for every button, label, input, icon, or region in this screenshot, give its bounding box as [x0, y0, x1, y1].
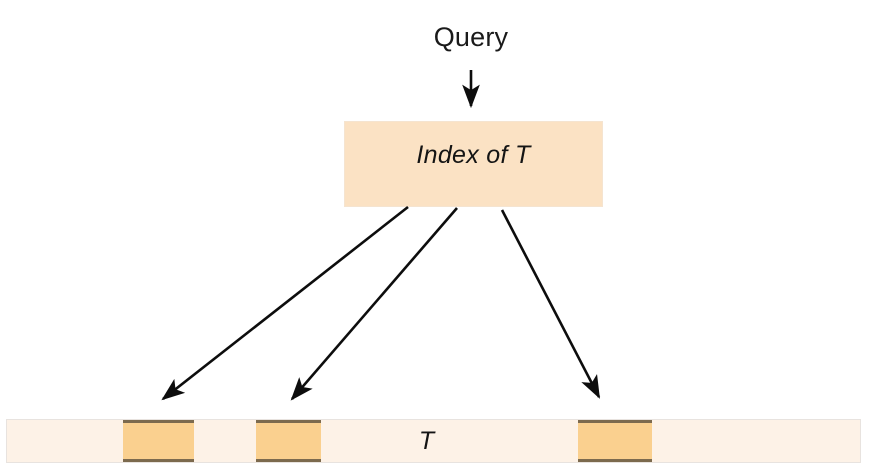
match-block-1[interactable] [123, 420, 194, 462]
arrow-index-to-match-2 [290, 207, 458, 401]
arrow-index-to-match-1 [161, 205, 409, 401]
query-label: Query [433, 22, 509, 52]
arrow-index-to-match-3 [500, 209, 601, 399]
text-bar[interactable]: T [7, 420, 860, 462]
match-block-3[interactable] [578, 420, 652, 462]
index-box[interactable]: Index of T [345, 122, 602, 206]
index-box-label: Index of T [416, 140, 531, 169]
match-block-2[interactable] [256, 420, 321, 462]
